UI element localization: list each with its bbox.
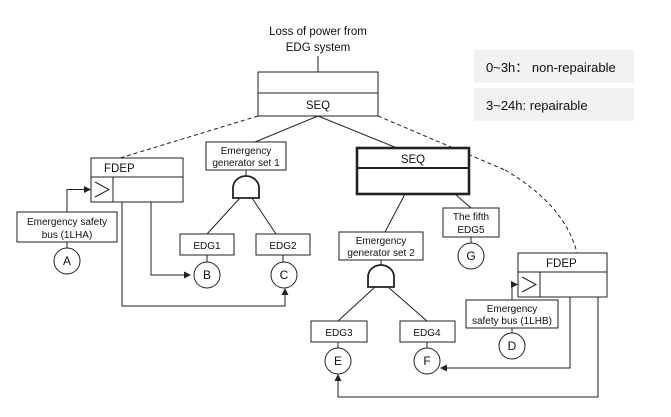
fdep-left-link-to-b-arrow: [184, 271, 191, 279]
fdep-right-label: FDEP: [546, 258, 577, 270]
fdep-left-gate: FDEP: [90, 157, 184, 203]
basic-event-d-label: D: [508, 339, 517, 353]
basic-event-b: B: [193, 261, 221, 289]
basic-event-a-label: A: [63, 254, 71, 268]
edg4-box: EDG4: [399, 320, 456, 343]
link-seq-to-gen-set-1: [254, 115, 319, 143]
fifth-edg-line1: The fifth: [453, 212, 489, 223]
fifth-edg-box: The fifth EDG5: [442, 207, 500, 238]
basic-event-c-label: C: [280, 268, 289, 282]
fdep-left-link-to-c-arrow: [281, 288, 289, 295]
edg3-label: EDG3: [325, 328, 353, 339]
inner-seq-gate: SEQ: [355, 146, 471, 196]
fdep-left-link-to-b: [150, 202, 184, 276]
edg1-box: EDG1: [179, 233, 235, 256]
note-repairable-text: 3~24h: repairable: [486, 98, 588, 113]
dependency-link-fdep-right-curve: [504, 169, 578, 254]
top-seq-gate: SEQ: [257, 71, 379, 117]
gen-set-1-line2: generator set 1: [212, 158, 280, 169]
top-event-label-line1: Loss of power from: [269, 26, 367, 38]
bus-1lha-box: Emergency safety bus (1LHA): [16, 211, 118, 243]
gen-set-2-line2: generator set 2: [347, 248, 415, 259]
basic-event-e-label: E: [334, 354, 342, 368]
bus-1lha-line2: bus (1LHA): [42, 230, 93, 241]
edg4-label: EDG4: [413, 328, 441, 339]
fdep-left-label: FDEP: [104, 163, 135, 175]
fdep-left-link-to-c: [121, 202, 286, 307]
note-repairable: 3~24h: repairable: [474, 88, 634, 121]
bus-1lha-line1: Emergency safety: [27, 217, 107, 228]
fdep-left-trigger-link: [66, 189, 84, 212]
basic-event-a: A: [53, 247, 81, 275]
dependency-link-fdep-right: [377, 115, 506, 171]
fdep-right-link-to-f-arrow: [440, 364, 447, 372]
basic-event-g-label: G: [466, 249, 475, 263]
edg2-box: EDG2: [255, 233, 311, 256]
bus-1lhb-line2: safety bus (1LHB): [472, 316, 552, 327]
inner-seq-label: SEQ: [401, 154, 425, 166]
fdep-right-link-to-e: [337, 297, 599, 398]
link-seq-to-inner-seq: [317, 115, 398, 149]
and-gate-2: [367, 264, 395, 288]
bus-1lhb-box: Emergency safety bus (1LHB): [465, 299, 559, 329]
bus-1lhb-line1: Emergency: [487, 304, 538, 315]
and-gate-1: [232, 175, 260, 199]
basic-event-d: D: [498, 332, 526, 360]
edg1-label: EDG1: [193, 241, 221, 252]
edg2-label: EDG2: [269, 241, 297, 252]
fdep-right-link-to-e-arrow: [334, 374, 342, 381]
basic-event-f: F: [413, 347, 441, 375]
dependency-link-fdep-left: [119, 115, 259, 159]
gen-set-1-line1: Emergency: [221, 146, 272, 157]
basic-event-f-label: F: [423, 354, 430, 368]
basic-event-g: G: [457, 242, 485, 270]
basic-event-e: E: [324, 347, 352, 375]
basic-event-c: C: [270, 261, 298, 289]
basic-event-b-label: B: [203, 268, 211, 282]
edg3-box: EDG3: [310, 320, 368, 343]
gen-set-2-line1: Emergency: [356, 236, 407, 247]
fdep-right-gate: FDEP: [517, 252, 608, 298]
top-event-label-line2: EDG system: [286, 42, 351, 54]
gen-set-1-box: Emergency generator set 1: [205, 141, 287, 171]
top-seq-gate-label: SEQ: [306, 100, 330, 112]
fdep-right-link-to-f: [447, 297, 571, 369]
fifth-edg-line2: EDG5: [457, 225, 485, 236]
note-nonrepairable-text: 0~3h： non-repairable: [486, 60, 616, 75]
note-nonrepairable: 0~3h： non-repairable: [474, 50, 634, 83]
fdep-left-trigger-arrow: [84, 186, 91, 193]
gen-set-2-box: Emergency generator set 2: [338, 231, 424, 261]
